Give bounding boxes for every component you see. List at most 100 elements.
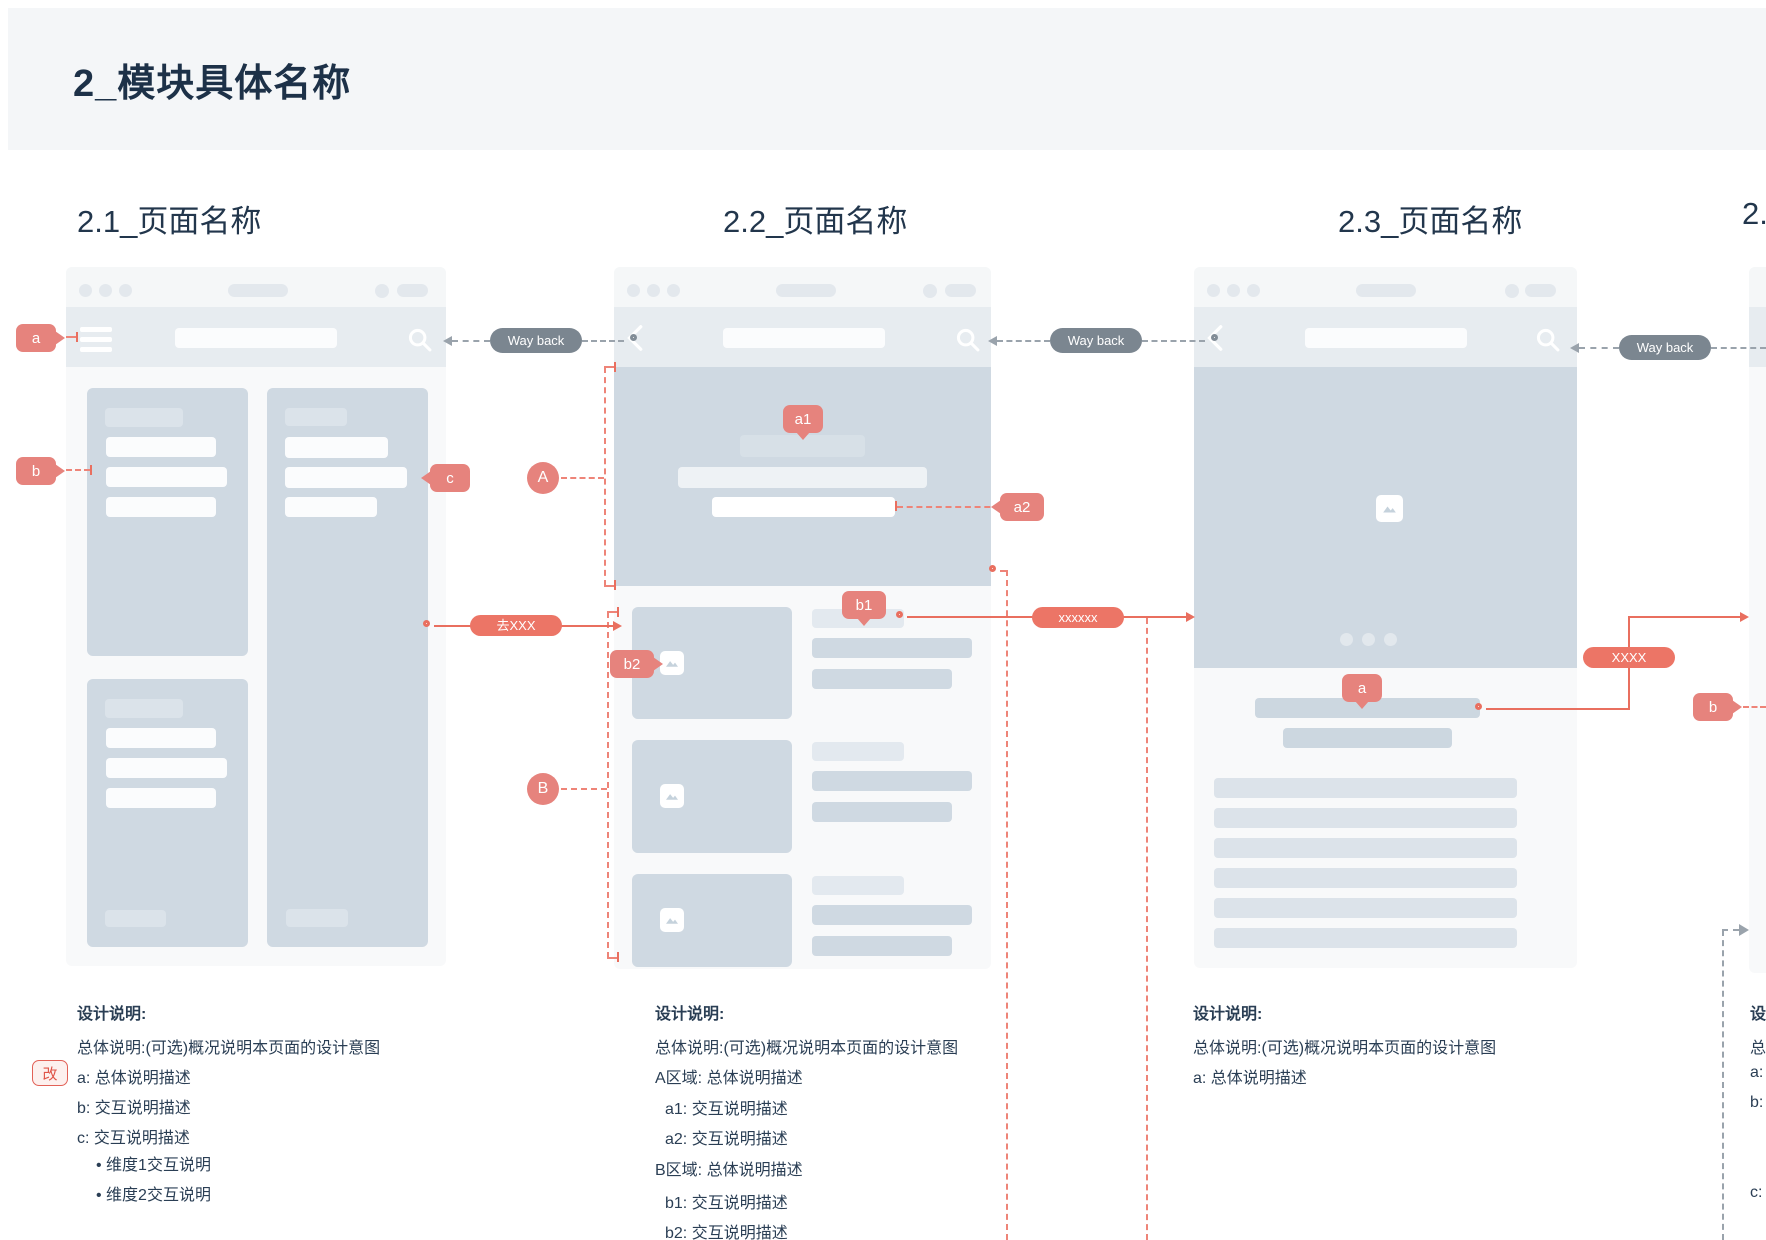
b1-branch-vertical — [1146, 618, 1148, 1240]
skeleton-bar — [812, 905, 972, 925]
callout-a1: a1 — [783, 405, 823, 433]
notes-w1-line: b: 交互说明描述 — [77, 1100, 191, 1117]
connector-a2-dashed — [897, 506, 1000, 508]
menu-list-bar — [1214, 868, 1517, 888]
callout-label: b — [31, 462, 41, 480]
traffic-dot-icon — [79, 284, 92, 297]
xxxxxx-pill: xxxxxx — [1032, 607, 1124, 628]
wayback2-node — [1211, 334, 1218, 341]
traffic-dot-icon — [99, 284, 112, 297]
connector-a-dashed — [66, 336, 76, 338]
xxxx-pill: XXXX — [1583, 647, 1675, 668]
app-toolbar — [66, 307, 446, 367]
skeleton-bar — [106, 758, 227, 778]
goxxx-pill: 去XXX — [470, 615, 562, 636]
bracket-A-vertical — [604, 367, 606, 586]
hero-drop-dashed — [1000, 570, 1007, 572]
callout-label: c — [446, 469, 454, 487]
wayback2-dashed — [997, 340, 1050, 342]
callout-c: c — [430, 464, 470, 492]
skeleton-bar — [106, 728, 216, 748]
menu-list-bar — [1214, 928, 1517, 948]
app-toolbar — [614, 307, 991, 367]
callout-label: B — [537, 780, 549, 797]
notes-w1-heading: 设计说明: — [77, 1006, 147, 1023]
b1-node — [896, 611, 903, 618]
bracket-A-top — [604, 366, 616, 368]
notes-w1-line: 总体说明:(可选)概况说明本页面的设计意图 — [77, 1040, 381, 1057]
skeleton-bar — [712, 497, 895, 517]
callout-w4-b: b — [1693, 693, 1733, 721]
notes-w4-line: c: — [1750, 1184, 1763, 1201]
notes-w3-line: 总体说明:(可选)概况说明本页面的设计意图 — [1193, 1040, 1497, 1057]
notes-w2-line: a2: 交互说明描述 — [665, 1131, 788, 1148]
wayback1-arrow-left-icon — [443, 336, 452, 346]
bottom-flow-arrow-icon — [1739, 924, 1749, 936]
search-input — [723, 328, 885, 348]
callout-a: a — [16, 324, 56, 352]
right-card — [267, 388, 428, 947]
section-title-2-2: 2.2_页面名称 — [723, 204, 908, 239]
callout-b2: b2 — [610, 650, 654, 678]
wayback3-dashed — [1711, 347, 1766, 349]
skeleton-bar — [812, 771, 972, 791]
w3-flow-line-h2 — [1628, 616, 1741, 618]
page-title: 2_模块具体名称 — [73, 63, 352, 105]
window-dot-icon — [923, 284, 937, 298]
menu-list-bar — [1214, 808, 1517, 828]
bracket-A-tick — [614, 580, 616, 590]
notes-w2-line: A区域: 总体说明描述 — [655, 1070, 803, 1087]
callout-area-A: A — [527, 462, 559, 494]
hero-corner-node — [989, 565, 996, 572]
callout-area-B: B — [527, 773, 559, 805]
address-pill — [1356, 284, 1416, 297]
bracket-A-tick — [614, 362, 616, 372]
notes-w4-heading: 设 — [1750, 1006, 1766, 1023]
notes-w1-line: a: 总体说明描述 — [77, 1070, 191, 1087]
skeleton-bar — [285, 497, 377, 517]
callout-label: b — [1708, 698, 1718, 716]
wayback2-dashed — [1142, 340, 1205, 342]
back-chevron-icon — [1207, 325, 1223, 351]
callout-w3-a: a — [1342, 674, 1382, 702]
traffic-dot-icon — [667, 284, 680, 297]
menu-list-bar — [1214, 778, 1517, 798]
connector-B-dashed — [561, 788, 607, 790]
carousel-dot-icon — [1362, 633, 1375, 646]
notes-w2-line: a1: 交互说明描述 — [665, 1101, 788, 1118]
skeleton-bar — [812, 876, 904, 895]
wayback1-pill: Way back — [490, 328, 582, 353]
search-icon — [408, 328, 432, 352]
connector-w4-b-dashed — [1743, 706, 1766, 708]
wireframe-2-2 — [614, 267, 991, 969]
callout-label: a1 — [794, 410, 812, 428]
revision-label: 改 — [42, 1065, 58, 1083]
skeleton-bar — [285, 408, 347, 426]
skeleton-bar — [812, 936, 952, 956]
bracket-B-vertical — [607, 612, 609, 958]
traffic-dot-icon — [647, 284, 660, 297]
connector-A-dashed — [561, 477, 604, 479]
wayback1-node — [630, 334, 637, 341]
wayback1-dashed — [452, 340, 490, 342]
wayback3-dashed — [1579, 347, 1619, 349]
wireframe-2-4-sliver — [1749, 267, 1766, 973]
callout-a2: a2 — [1000, 493, 1044, 521]
notes-w2-line: b1: 交互说明描述 — [665, 1195, 788, 1212]
wayback1-dashed — [582, 340, 624, 342]
revision-badge: 改 — [32, 1060, 68, 1086]
skeleton-bar — [812, 638, 972, 658]
list-image-card — [632, 740, 792, 853]
browser-chrome — [1749, 267, 1766, 307]
bracket-A-bottom — [604, 585, 616, 587]
search-input — [175, 328, 337, 348]
window-pill — [945, 284, 976, 297]
traffic-dot-icon — [1247, 284, 1260, 297]
callout-label: a — [31, 329, 41, 347]
section-title-2-3: 2.3_页面名称 — [1338, 204, 1523, 239]
wayback3-arrow-left-icon — [1570, 343, 1579, 353]
w3-node — [1475, 703, 1482, 710]
left-card-bottom — [87, 679, 248, 947]
hero-drop-vertical — [1006, 570, 1008, 1240]
skeleton-bar — [812, 669, 952, 689]
